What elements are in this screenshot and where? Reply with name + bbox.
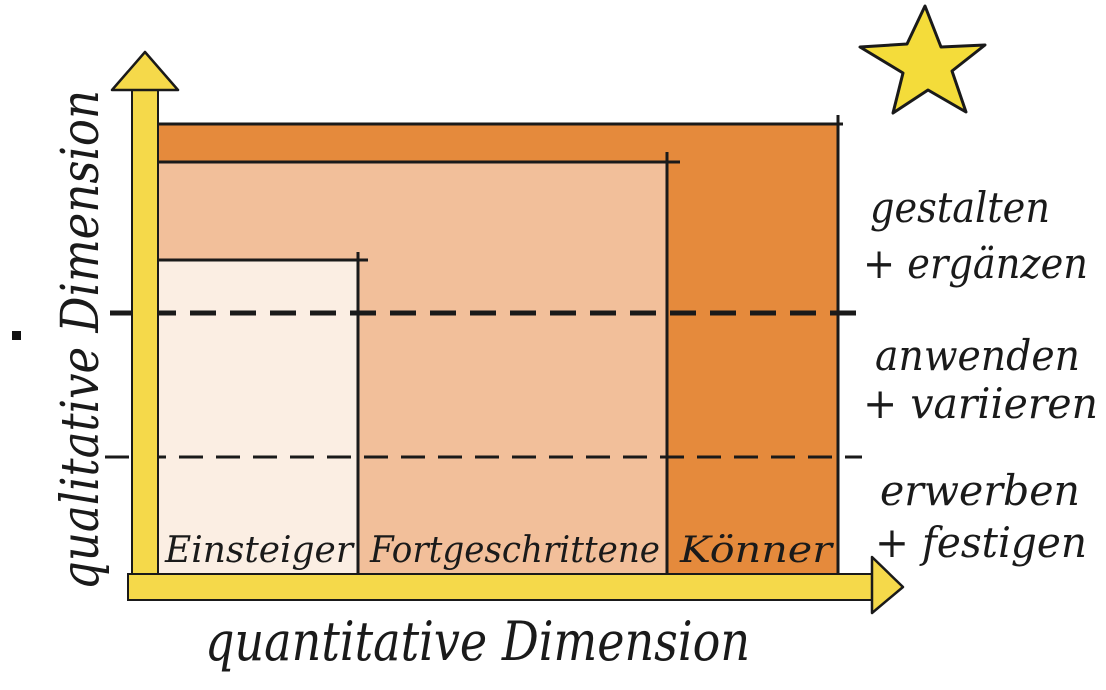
y-axis-label: qualitative Dimension — [51, 90, 111, 590]
star-icon — [858, 4, 987, 115]
level-label-erwerben-line2: + festigen — [875, 518, 1087, 567]
y-axis-arrow — [110, 50, 180, 591]
level-label-anwenden-line1: anwenden — [875, 331, 1080, 380]
level-label-anwenden-line2: + variieren — [863, 379, 1098, 428]
level-divider-lines — [105, 310, 862, 459]
level-label-erwerben-line1: erwerben — [880, 466, 1080, 515]
group-label-koenner: Könner — [679, 530, 834, 571]
decorative-dot — [12, 331, 21, 340]
group-label-fortgeschrittene: Fortgeschrittene — [369, 530, 660, 571]
x-axis-arrow — [127, 555, 905, 615]
area-outlines — [145, 115, 843, 583]
group-label-einsteiger: Einsteiger — [164, 530, 355, 571]
level-label-gestalten-line2: + ergänzen — [863, 239, 1088, 288]
level-label-gestalten-line1: gestalten — [870, 183, 1050, 232]
x-axis-label: quantitative Dimension — [205, 610, 750, 673]
